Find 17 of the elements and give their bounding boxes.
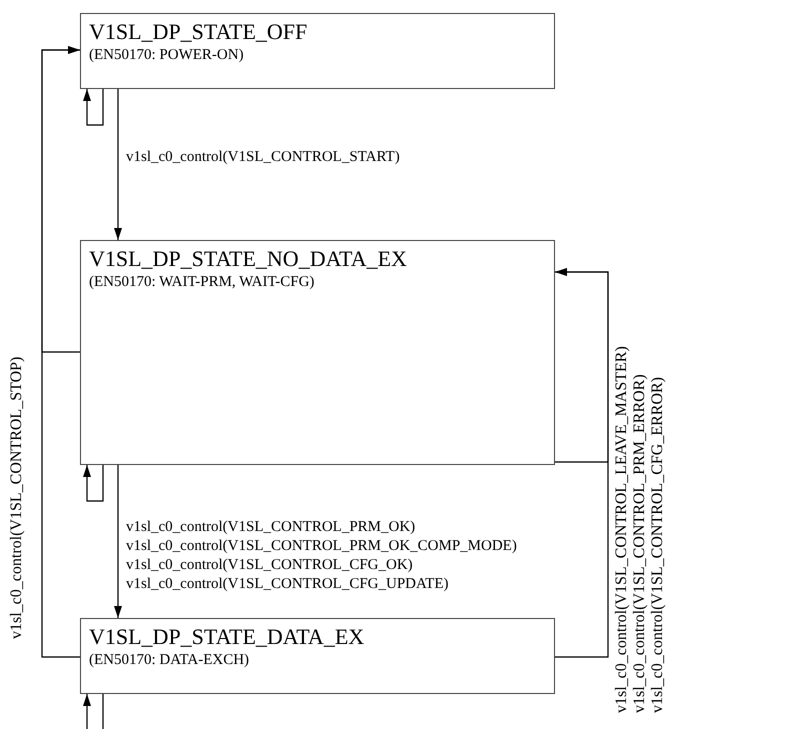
state-description: (EN50170: WAIT-PRM, WAIT-CFG) (89, 273, 314, 292)
arrow (41, 46, 80, 658)
arrow (83, 694, 104, 729)
arrow (114, 465, 122, 618)
state-name: V1SL_DP_STATE_NO_DATA_EX (89, 245, 407, 273)
arrow (114, 89, 122, 240)
arrow (555, 268, 609, 658)
state-name: V1SL_DP_STATE_OFF (89, 18, 308, 46)
arrow (83, 89, 104, 126)
state-name: V1SL_DP_STATE_DATA_EX (89, 623, 364, 651)
state-box (80, 13, 555, 89)
state-box (80, 618, 555, 694)
state-box (80, 240, 555, 465)
arrow (83, 465, 104, 502)
edge-label: v1sl_c0_control(V1SL_CONTROL_START) (126, 148, 400, 167)
state-description: (EN50170: POWER-ON) (89, 46, 244, 65)
state-description: (EN50170: DATA-EXCH) (89, 651, 250, 670)
